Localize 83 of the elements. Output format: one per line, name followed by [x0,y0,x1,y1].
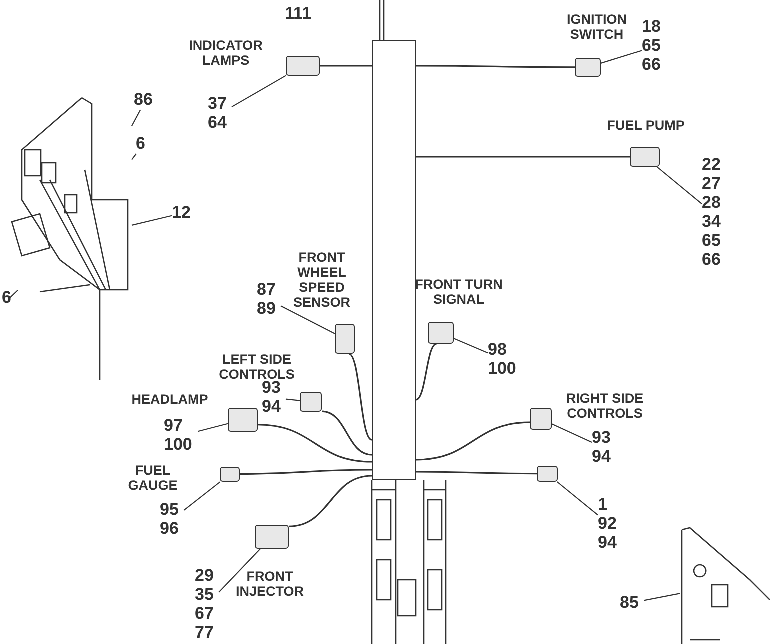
component-label: FRONT WHEEL SPEED SENSOR [292,250,352,310]
callout-number: 6 [2,288,12,307]
wire [416,471,537,475]
callout-number: 94 [598,533,618,552]
leader-line [132,110,142,126]
callout-number: 65 [642,36,662,55]
callout-number: 37 [208,94,228,113]
connector-plug [537,466,558,482]
callout-number: 85 [620,593,640,612]
connector-plug [428,322,454,344]
callout-number: 27 [702,174,722,193]
connector-plug [335,324,355,354]
callout-number: 66 [642,55,662,74]
leader-line [454,338,488,354]
component-label: HEADLAMP [130,392,210,407]
callout-number: 86 [134,90,154,109]
leader-line [10,290,18,298]
wire [416,156,630,158]
wire [240,469,372,475]
wire [416,422,530,461]
leader-line [232,75,286,108]
connector-plug [530,408,552,430]
leader-line [552,424,592,443]
callout-number: 65 [702,231,722,250]
leader-line [656,166,702,204]
connector-plug [630,147,660,167]
leader-line [556,482,598,516]
callout-number: 87 [257,280,277,299]
callout-number: 93 [592,428,612,447]
callout-number: 67 [195,604,215,623]
wire [348,353,372,441]
callout-number: 12 [172,203,192,222]
callout-number: 34 [702,212,722,231]
connector-plug [220,467,240,482]
callout-number: 111 [285,4,312,24]
callout-number: 29 [195,566,215,585]
leader-line [132,154,137,160]
component-label: FRONT INJECTOR [234,569,305,599]
component-label: IGNITION SWITCH [566,12,628,42]
component-label: INDICATOR LAMPS [188,38,264,68]
callout-number: 18 [642,17,662,36]
callout-number: 97 [164,416,184,435]
callout-number: 100 [164,435,194,454]
callout-number: 100 [488,359,518,378]
leader-line [286,398,300,402]
callout-number: 22 [702,155,722,174]
callout-number: 6 [136,134,146,153]
callout-number: 89 [257,299,277,318]
callout-number: 1 [598,495,608,514]
component-label: FUEL GAUGE [127,463,179,493]
leader-line [132,215,172,226]
callout-number: 92 [598,514,618,533]
connector-plug [575,58,601,77]
leader-line [184,482,221,512]
callout-number: 95 [160,500,180,519]
callout-number: 28 [702,193,722,212]
connector-plug [286,56,320,76]
wire [416,343,438,401]
connector-plug [228,408,258,432]
component-label: FUEL PUMP [606,118,686,133]
wire [288,475,372,528]
component-label: FRONT TURN SIGNAL [414,277,504,307]
callout-number: 35 [195,585,215,604]
callout-number: 66 [702,250,722,269]
leader-line [280,306,336,334]
leader-line [218,548,261,593]
leader-line [644,593,680,602]
connector-plug [255,525,289,549]
wire [416,65,575,68]
callout-number: 64 [208,113,228,132]
callout-number: 96 [160,519,180,538]
leader-line [198,423,228,432]
leader-line [600,50,642,64]
wire [258,424,372,463]
callout-number: 98 [488,340,508,359]
wire-harness-trunk [372,40,416,480]
callout-number: 94 [592,447,612,466]
callout-number: 77 [195,623,215,642]
connector-plug [300,392,322,412]
component-label: RIGHT SIDE CONTROLS [565,391,645,421]
callout-number: 94 [262,397,282,416]
wire [320,65,372,67]
wire [322,410,372,456]
